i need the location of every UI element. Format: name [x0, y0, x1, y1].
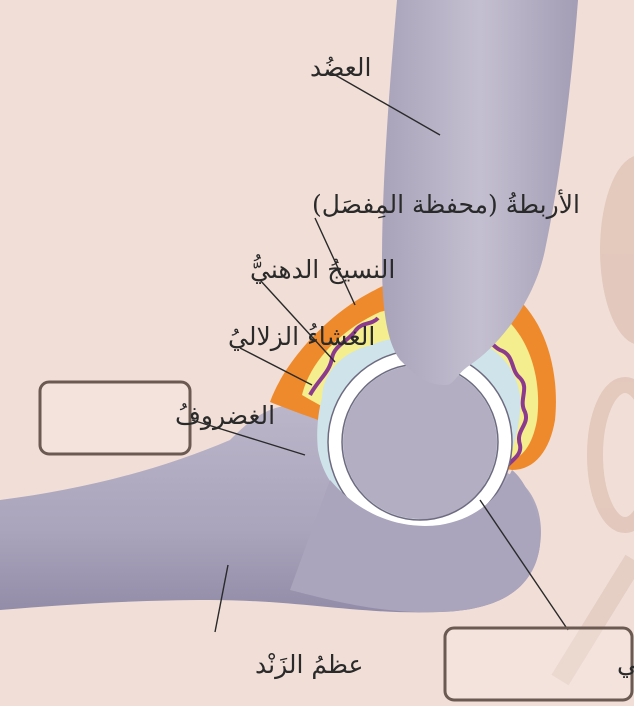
synovial-fluid-label-box: [445, 628, 632, 700]
cartilage-label-box: [40, 382, 190, 454]
label-synovial-fluid: السائلُ الزلالي: [617, 649, 634, 679]
label-ligaments: الأربطةُ (محفظة المِفصَل): [312, 188, 580, 220]
label-humerus: العضُد: [310, 53, 371, 82]
label-ulna: عظمُ الزَنْد: [255, 650, 363, 680]
label-adipose: النسيجُ الدهنيُّ: [250, 254, 395, 285]
humerus-head: [343, 365, 497, 519]
label-synovial-membrane: الغشاءُ الزلاليُ: [228, 322, 375, 352]
label-cartilage: الغضروفُ: [175, 401, 275, 431]
